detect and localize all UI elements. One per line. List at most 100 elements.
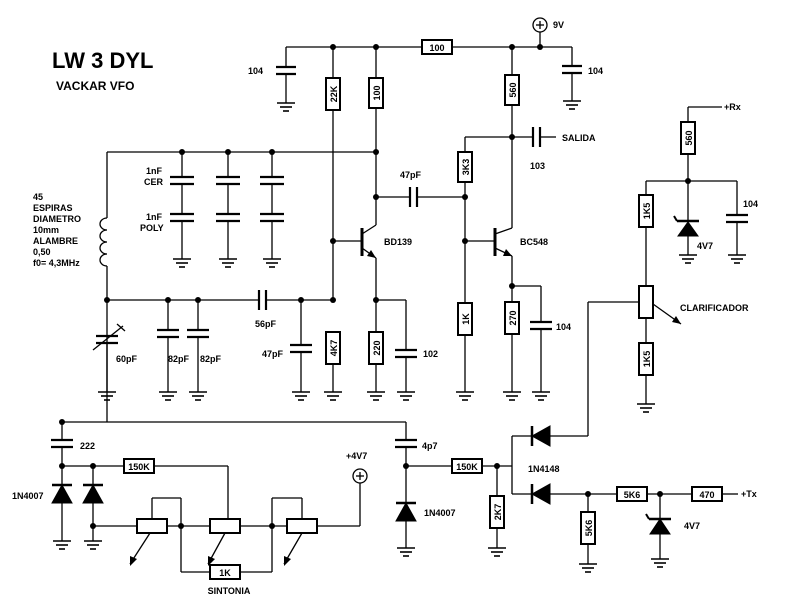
cap-47pf-bot-value: 47pF <box>262 349 284 359</box>
ground-16 <box>679 254 697 264</box>
cap-60pf-value: 60pF <box>116 354 138 364</box>
ground-6 <box>98 391 116 401</box>
cap-47pf-top: 47pF <box>376 170 465 207</box>
ground-3 <box>173 258 191 268</box>
clarifier-branch: +Rx 560 4V7 104 1K5 CLARIFICADOR 1K5 <box>550 102 758 437</box>
resistor-1k5-b-value: 1K5 <box>642 351 652 368</box>
tuning-pot-2 <box>209 518 241 534</box>
resistor-100-rail <box>421 39 453 55</box>
ground-14 <box>503 391 521 401</box>
ground-18 <box>637 403 655 413</box>
resistor-3k3-value: 3K3 <box>461 159 471 176</box>
cap-104-right-value: 104 <box>588 66 603 76</box>
coil-note-line-6: 0,50 <box>33 247 51 257</box>
coil-note-line-2: ESPIRAS <box>33 203 73 213</box>
tuning-section: 222 150K 1N4007 +4V7 1K <box>12 421 406 596</box>
cap-82pf-a-value: 82pF <box>168 354 190 364</box>
resistor-2k7-value: 2K7 <box>493 504 503 521</box>
resistor-100-rail-value: 100 <box>429 43 444 53</box>
resistor-100-collector-value: 100 <box>372 85 382 100</box>
resistor-3k3: 3K3 <box>457 137 473 303</box>
resistor-4k7-value: 4K7 <box>329 340 339 357</box>
clarifier-varactor: 4p7 150K 1N4007 2K7 1N4148 5K6 5K6 470 +… <box>395 422 757 564</box>
resistor-560-top-value: 560 <box>508 82 518 97</box>
cap-poly-type: POLY <box>140 223 164 233</box>
resistor-150k-a-value: 150K <box>128 462 150 472</box>
ground-5 <box>263 258 281 268</box>
coil-note-line-4: 10mm <box>33 225 59 235</box>
schematic-subtitle: VACKAR VFO <box>56 79 134 93</box>
ground-24 <box>651 558 669 568</box>
resistor-220-value: 220 <box>372 340 382 355</box>
resistor-100-collector: 100 <box>368 47 384 225</box>
junction-dots <box>59 44 691 529</box>
ground-23 <box>579 563 597 573</box>
resistor-1k-emitter-value: 1K <box>461 313 471 325</box>
resistor-270-value: 270 <box>508 310 518 325</box>
ground-9 <box>292 391 310 401</box>
tank-circuit: 1nF CER 1nF POLY <box>99 151 376 422</box>
ground-7 <box>159 391 177 401</box>
coil-note-line-5: ALAMBRE <box>33 236 78 246</box>
cap-222-value: 222 <box>80 441 95 451</box>
ground-19 <box>53 540 71 550</box>
tuning-pot-3 <box>286 518 318 534</box>
zener-tx-label: 4V7 <box>684 521 700 531</box>
ground-17 <box>728 254 746 264</box>
diode-1n4007-a-label: 1N4007 <box>12 491 44 501</box>
diode-1n4007-b-label: 1N4007 <box>424 508 456 518</box>
ground-8 <box>189 391 207 401</box>
resistor-1k5-a-value: 1K5 <box>642 203 652 220</box>
ground-10 <box>324 391 342 401</box>
cap-1nf-poly-value: 1nF <box>146 212 163 222</box>
transistor-bc548: BC548 <box>465 227 548 302</box>
salida-label: SALIDA <box>562 133 596 143</box>
tuning-pot-1 <box>136 518 168 534</box>
resistor-5k6-b-value: 5K6 <box>624 490 641 500</box>
resistor-1k-tune-value: 1K <box>219 568 231 578</box>
cap-104-emitter-value: 104 <box>556 322 571 332</box>
supply-4v7-label: +4V7 <box>346 451 367 461</box>
q2-label: BC548 <box>520 237 548 247</box>
ground-22 <box>488 547 506 557</box>
ground-symbols <box>53 100 746 573</box>
resistor-560-rx-value: 560 <box>684 130 694 145</box>
supply-rx-label: +Rx <box>724 102 741 112</box>
q1-emitter: 102 220 <box>368 299 438 392</box>
transistor-bd139: BD139 <box>333 224 412 332</box>
top-rail: 9V 100 <box>286 17 572 55</box>
supply-tx-label: +Tx <box>741 489 757 499</box>
q2-emitter: 1K 270 104 <box>457 285 571 392</box>
cap-103-value: 103 <box>530 161 545 171</box>
lower-tank: 56pF 60pF 82pF 82pF 47pF 4K7 <box>92 290 341 392</box>
clarificador-label: CLARIFICADOR <box>680 303 749 313</box>
ground-11 <box>367 391 385 401</box>
cap-82pf-b-value: 82pF <box>200 354 222 364</box>
cap-104-right: 104 <box>562 47 603 101</box>
coil-inductor <box>99 217 108 267</box>
cap-104-left: 104 <box>248 47 296 103</box>
ground-13 <box>456 391 474 401</box>
cap-104-rx-value: 104 <box>743 199 758 209</box>
cap-cer-type: CER <box>144 177 164 187</box>
ground-21 <box>397 547 415 557</box>
ground-4 <box>219 258 237 268</box>
ground-20 <box>84 540 102 550</box>
ground-12 <box>397 391 415 401</box>
resistor-150k-b-value: 150K <box>456 462 478 472</box>
coil-note-line-7: f0= 4,3MHz <box>33 258 80 268</box>
ground-15 <box>532 391 550 401</box>
supply-9v-label: 9V <box>553 20 564 30</box>
resistor-560-top: 560 <box>504 47 520 228</box>
cap-102-value: 102 <box>423 349 438 359</box>
resistor-5k6-a-value: 5K6 <box>584 520 594 537</box>
cap-56pf-value: 56pF <box>255 319 277 329</box>
cap-1nf-cer-value: 1nF <box>146 166 163 176</box>
coil-note-line-3: DIAMETRO <box>33 214 81 224</box>
cap-47pf-top-value: 47pF <box>400 170 422 180</box>
q1-label: BD139 <box>384 237 412 247</box>
ground-2 <box>563 100 581 110</box>
cap-104-left-value: 104 <box>248 66 263 76</box>
